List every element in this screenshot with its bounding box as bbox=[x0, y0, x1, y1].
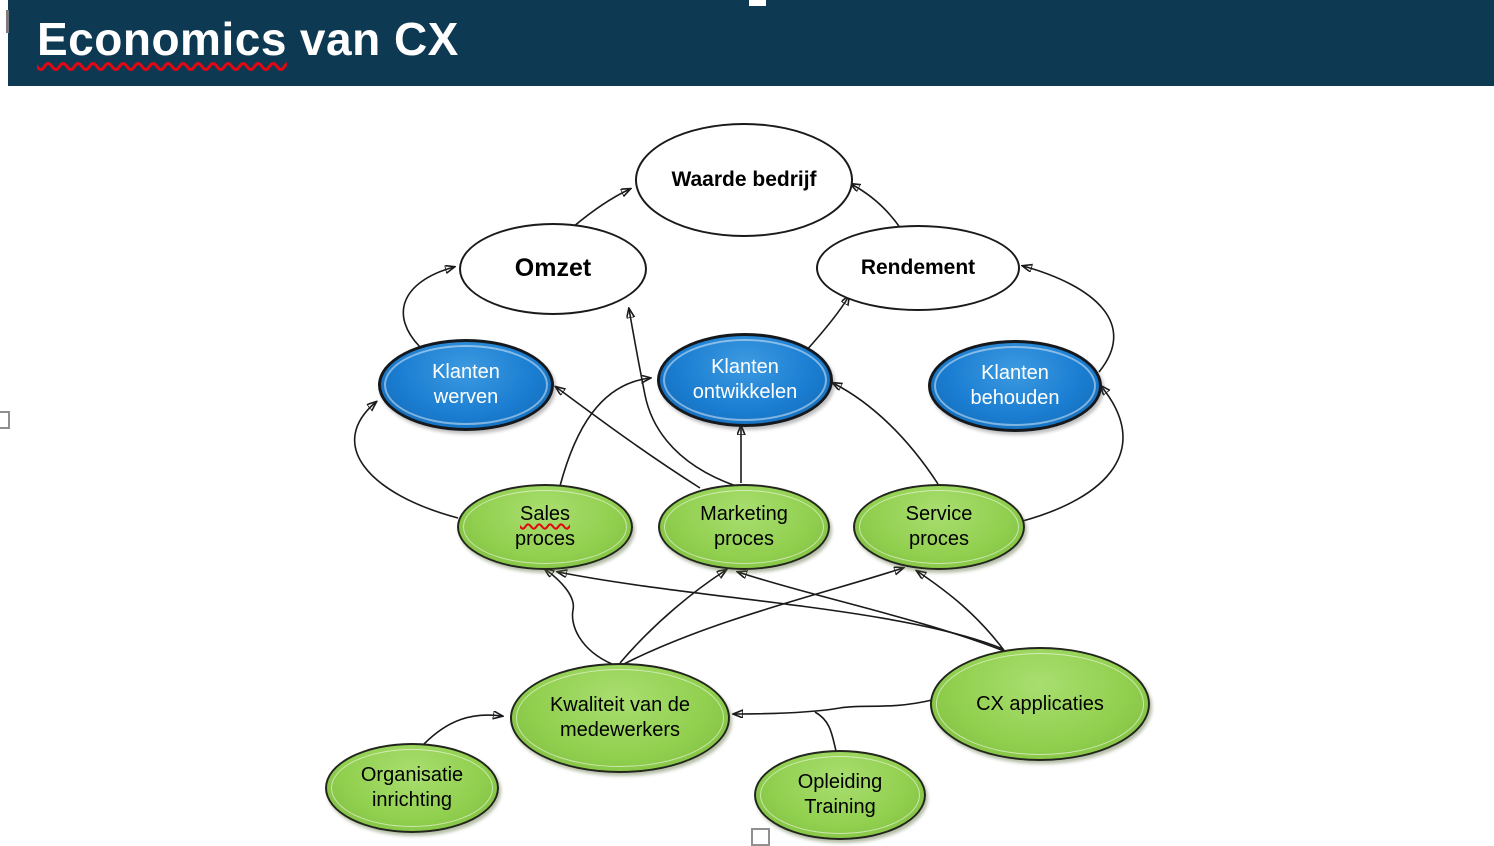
node-waarde-bedrijf[interactable]: Waarde bedrijf bbox=[635, 123, 853, 237]
edge-behouden-to-rendement bbox=[1023, 266, 1115, 373]
node-klanten-werven[interactable]: Klanten werven bbox=[378, 339, 554, 431]
node-label: Kwaliteit van de medewerkers bbox=[549, 694, 691, 741]
node-label: Omzet bbox=[514, 254, 592, 283]
edge-cx-to-marketing bbox=[738, 572, 1005, 652]
edge-marketing-to-omzet bbox=[629, 309, 737, 487]
node-label: Sales proces bbox=[515, 502, 575, 552]
node-label: Organisatie inrichting bbox=[360, 764, 464, 811]
node-klanten-behouden[interactable]: Klanten behouden bbox=[928, 340, 1102, 432]
edge-marketing-to-werven bbox=[556, 387, 701, 489]
edge-ontwikkelen-to-rendement bbox=[804, 296, 849, 353]
node-label: Klanten werven bbox=[432, 361, 500, 408]
edge-service-to-behouden bbox=[1018, 386, 1124, 523]
text-cursor bbox=[6, 10, 9, 33]
node-service-proces[interactable]: Service proces bbox=[853, 484, 1025, 570]
node-organisatie-inrichting[interactable]: Organisatie inrichting bbox=[325, 743, 499, 833]
node-label: Waarde bedrijf bbox=[671, 167, 817, 191]
edge-cx-to-service bbox=[917, 571, 1007, 654]
node-label: Opleiding Training bbox=[797, 771, 883, 818]
edge-kwaliteit-to-service bbox=[623, 568, 903, 665]
selection-handle-left bbox=[0, 411, 10, 429]
edge-cx-to-kwaliteit bbox=[734, 699, 933, 714]
edge-sales-to-ontwikkelen bbox=[559, 378, 650, 487]
title-word-misspelled: Economics bbox=[37, 13, 287, 65]
node-label: Rendement bbox=[860, 255, 976, 279]
edge-omzet-to-waarde bbox=[572, 189, 630, 228]
node-label: Klanten ontwikkelen bbox=[692, 356, 798, 403]
node-rendement[interactable]: Rendement bbox=[816, 225, 1020, 311]
node-marketing-proces[interactable]: Marketing proces bbox=[658, 484, 830, 570]
edge-sales-to-werven bbox=[353, 402, 459, 519]
node-klanten-ontwikkelen[interactable]: Klanten ontwikkelen bbox=[657, 333, 833, 427]
node-label: Klanten behouden bbox=[970, 362, 1060, 409]
edge-kwaliteit-to-marketing bbox=[619, 570, 726, 664]
edge-service-to-ontwikkelen bbox=[833, 383, 939, 485]
node-label: Service proces bbox=[905, 503, 973, 550]
edge-kwaliteit-to-sales bbox=[545, 569, 613, 665]
node-omzet[interactable]: Omzet bbox=[459, 223, 647, 315]
edge-organisatie-to-kwaliteit bbox=[423, 715, 502, 745]
node-kwaliteit-medewerkers[interactable]: Kwaliteit van de medewerkers bbox=[510, 663, 730, 773]
node-sales-proces[interactable]: Sales proces bbox=[457, 484, 633, 570]
node-label-line2: proces bbox=[514, 528, 576, 550]
node-label: CX applicaties bbox=[976, 692, 1104, 715]
node-label: Marketing proces bbox=[700, 503, 788, 550]
edge-werven-to-omzet bbox=[402, 267, 454, 348]
edge-cx-to-sales bbox=[558, 572, 1004, 650]
title-rest: van CX bbox=[299, 13, 459, 65]
edge-opleiding-to-kwaliteit bbox=[814, 711, 837, 752]
edge-rendement-to-waarde bbox=[851, 184, 902, 230]
node-opleiding-training[interactable]: Opleiding Training bbox=[754, 750, 926, 840]
misspelled-word: Sales bbox=[519, 503, 571, 525]
top-edge-notch bbox=[749, 0, 766, 6]
node-cx-applicaties[interactable]: CX applicaties bbox=[930, 647, 1150, 761]
